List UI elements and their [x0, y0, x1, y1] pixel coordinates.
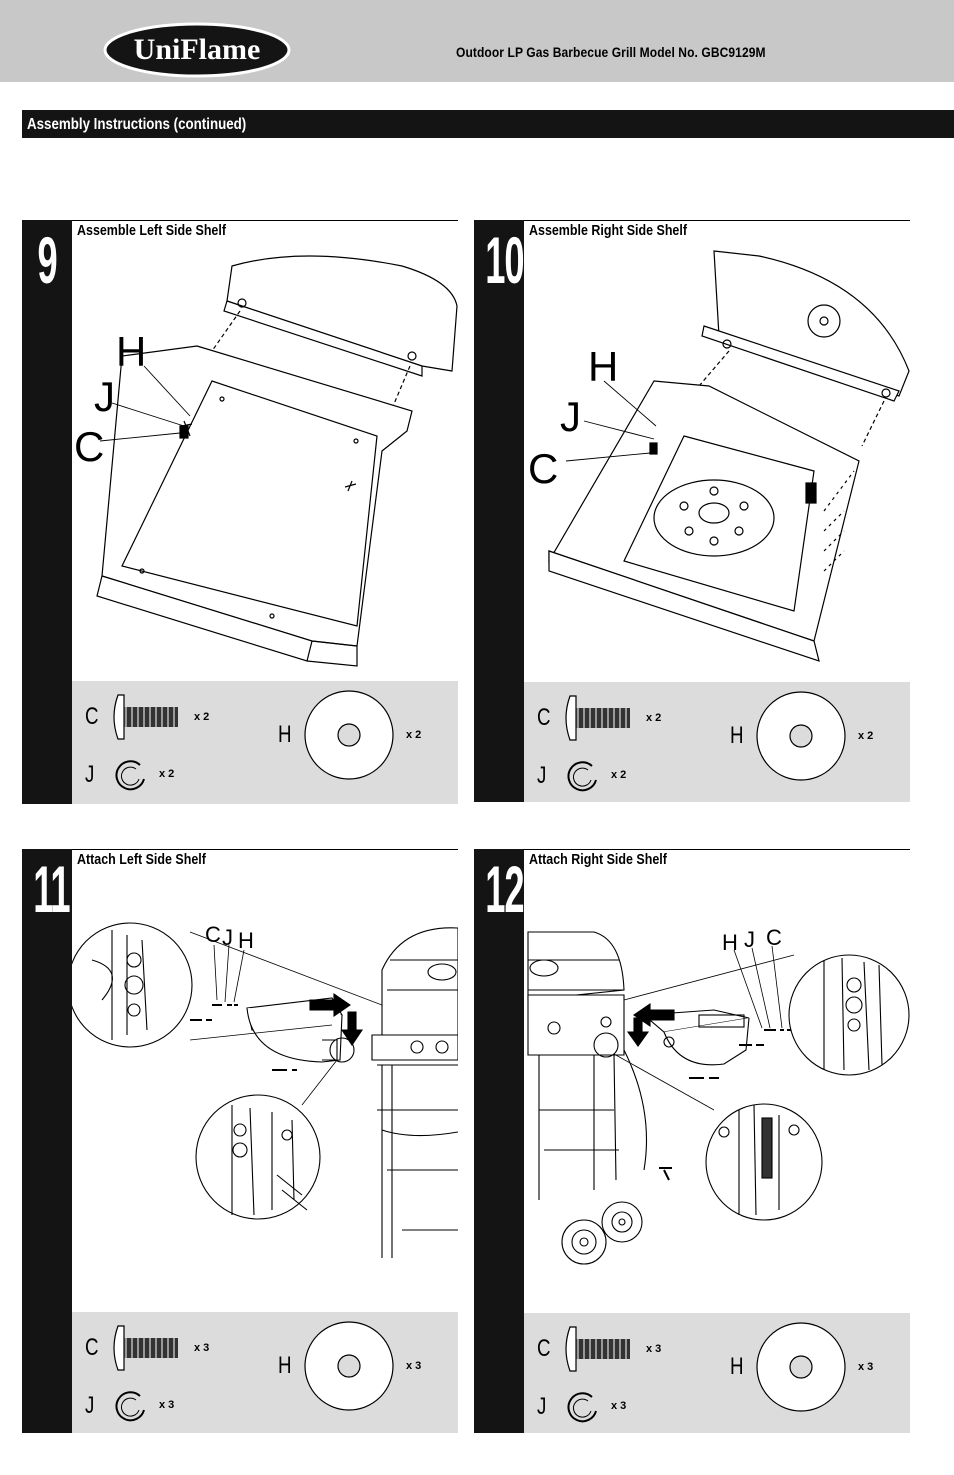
part-qty-C: x 2 — [646, 712, 662, 724]
section-title: Assembly Instructions (continued) — [27, 116, 247, 133]
lock-washer-icon — [115, 760, 145, 791]
left-shelf-assembly-drawing: H J C — [74, 255, 458, 667]
part-qty-J: x 3 — [611, 1400, 627, 1412]
parts-panel: C x 3 J x 3 H x 3 — [524, 1313, 910, 1433]
callout-J: J — [744, 927, 755, 952]
part-letter-H: H — [730, 722, 744, 749]
part-letter-J: J — [85, 761, 95, 788]
part-qty-H: x 2 — [406, 729, 422, 741]
step-rule — [22, 849, 458, 850]
part-qty-J: x 3 — [159, 1399, 175, 1411]
part-qty-H: x 2 — [858, 730, 874, 742]
part-qty-H: x 3 — [406, 1360, 422, 1372]
lock-washer-icon — [567, 1392, 597, 1423]
uniflame-logo: UniFlame — [103, 22, 291, 78]
part-qty-C: x 3 — [646, 1343, 662, 1355]
step-title: Attach Right Side Shelf — [529, 852, 667, 868]
bolt-icon — [565, 1326, 630, 1372]
callout-J: J — [560, 393, 581, 440]
flat-washer-icon — [756, 1322, 846, 1412]
bolt-icon — [565, 695, 630, 741]
callout-C: C — [528, 445, 558, 492]
part-letter-J: J — [537, 762, 547, 789]
step-12: 12 Attach Right Side Shelf — [474, 849, 910, 1433]
part-letter-C: C — [85, 1334, 99, 1361]
parts-panel: C x 3 J x 3 H x 3 — [72, 1312, 458, 1433]
part-qty-J: x 2 — [611, 769, 627, 781]
bolt-icon — [113, 1325, 178, 1371]
step-rule — [474, 220, 910, 221]
flat-washer-icon — [304, 1321, 394, 1411]
lock-washer-icon — [567, 761, 597, 792]
attach-left-shelf-drawing: C J H — [72, 922, 458, 1258]
step-number-column: 11 — [22, 849, 72, 1433]
step-9: 9 Assemble Left Side Shelf H J C C — [22, 220, 458, 804]
step-number: 11 — [33, 852, 70, 926]
bolt-icon — [113, 694, 178, 740]
callout-H: H — [116, 328, 146, 375]
step-number-column: 10 — [474, 220, 525, 802]
step-rule — [22, 220, 458, 221]
step-title: Assemble Left Side Shelf — [77, 223, 226, 239]
callout-J: J — [222, 925, 233, 950]
right-shelf-assembly-drawing: H J C — [528, 250, 910, 662]
model-title: Outdoor LP Gas Barbecue Grill Model No. … — [456, 44, 766, 60]
step-rule — [474, 849, 910, 850]
step-10: 10 Assemble Right Side Shelf H J C C — [474, 220, 910, 802]
section-bar: Assembly Instructions (continued) — [22, 110, 954, 138]
attach-right-shelf-drawing: H J C — [527, 925, 910, 1265]
lock-washer-icon — [115, 1391, 145, 1422]
part-letter-J: J — [537, 1393, 547, 1420]
part-letter-C: C — [537, 704, 551, 731]
part-qty-J: x 2 — [159, 768, 175, 780]
callout-J: J — [94, 373, 115, 420]
parts-panel: C x 2 J x 2 H x 2 — [72, 681, 458, 804]
callout-H: H — [722, 930, 738, 955]
step-number: 10 — [485, 223, 524, 297]
page-header: UniFlame Outdoor LP Gas Barbecue Grill M… — [0, 0, 954, 82]
step-title: Assemble Right Side Shelf — [529, 223, 687, 239]
logo-text: UniFlame — [134, 33, 261, 66]
step-number-column: 12 — [474, 849, 525, 1433]
step-number: 12 — [485, 852, 524, 926]
part-letter-H: H — [278, 721, 292, 748]
part-qty-C: x 3 — [194, 1342, 210, 1354]
part-letter-H: H — [730, 1353, 744, 1380]
flat-washer-icon — [304, 690, 394, 780]
callout-C: C — [205, 922, 221, 947]
step-11: 11 Attach Left Side Shelf — [22, 849, 458, 1433]
callout-H: H — [588, 343, 618, 390]
callout-C: C — [74, 423, 104, 470]
part-letter-C: C — [537, 1335, 551, 1362]
flat-washer-icon — [756, 691, 846, 781]
step-number-column: 9 — [22, 220, 72, 804]
callout-H: H — [238, 928, 254, 953]
parts-panel: C x 2 J x 2 H x 2 — [524, 682, 910, 802]
part-qty-H: x 3 — [858, 1361, 874, 1373]
callout-C: C — [766, 925, 782, 950]
step-title: Attach Left Side Shelf — [77, 852, 206, 868]
part-qty-C: x 2 — [194, 711, 210, 723]
part-letter-J: J — [85, 1392, 95, 1419]
step-number: 9 — [37, 223, 57, 297]
part-letter-C: C — [85, 703, 99, 730]
part-letter-H: H — [278, 1352, 292, 1379]
